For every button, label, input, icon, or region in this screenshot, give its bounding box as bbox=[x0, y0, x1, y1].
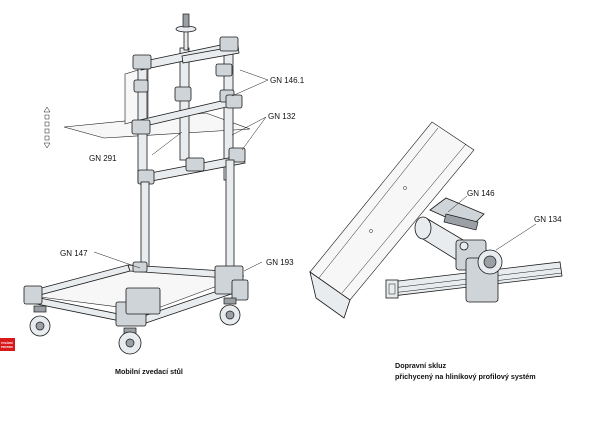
label-gn-193: GN 193 bbox=[266, 258, 294, 267]
caption-right-line1: Dopravní skluz bbox=[395, 361, 447, 370]
badge-line1: TOVÁRNÍ bbox=[1, 340, 13, 345]
leader-lines-right bbox=[447, 195, 537, 251]
label-gn-147: GN 147 bbox=[60, 249, 88, 258]
mobile-lifting-table-drawing: GN 146.1 GN 132 GN 291 GN 147 GN 193 Mob… bbox=[23, 13, 305, 376]
label-gn-146: GN 146 bbox=[467, 189, 495, 198]
label-gn-132: GN 132 bbox=[268, 112, 296, 121]
base-frame bbox=[23, 261, 249, 327]
caption-left: Mobilní zvedací stůl bbox=[115, 367, 183, 376]
label-gn-291: GN 291 bbox=[89, 154, 117, 163]
conveyor-chute-drawing: GN 146 GN 134 Dopravní skluz přichycený … bbox=[309, 121, 563, 381]
label-gn-146-1: GN 146.1 bbox=[270, 76, 305, 85]
brand-badge: TOVÁRNÍ PROTINO bbox=[0, 338, 15, 351]
badge-line2: PROTINO bbox=[1, 345, 13, 349]
updown-arrows-icon bbox=[43, 106, 51, 149]
label-gn-134: GN 134 bbox=[534, 215, 562, 224]
caster-wheels bbox=[29, 297, 241, 355]
caption-right-line2: přichycený na hliníkový profilový systém bbox=[395, 372, 536, 381]
post-right bbox=[225, 159, 235, 281]
leader-lines-left bbox=[93, 69, 269, 272]
cross-clamp bbox=[455, 239, 503, 303]
frame-clamps bbox=[131, 36, 246, 185]
